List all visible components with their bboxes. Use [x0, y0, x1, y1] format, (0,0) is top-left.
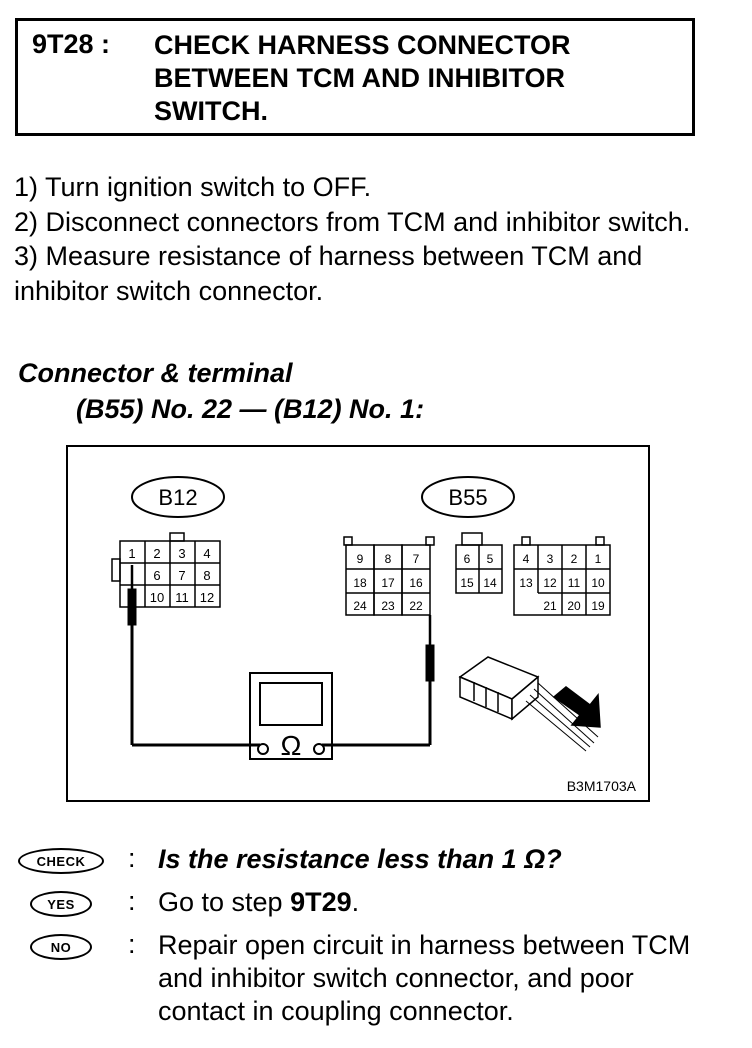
check-colon: :	[128, 843, 136, 873]
yes-prefix: Go to step	[158, 887, 291, 917]
b55-terminal-2: 2	[571, 552, 578, 566]
wiring-diagram: B12 B55 1 2 3 4 6 7 8 10 11 12	[66, 445, 650, 802]
b55-terminal-3: 3	[547, 552, 554, 566]
no-colon: :	[128, 929, 136, 959]
b12-connector: 1 2 3 4 6 7 8 10 11 12	[111, 532, 221, 608]
b55-terminal-7: 7	[413, 552, 420, 566]
connector-terminal-heading: Connector & terminal	[18, 358, 293, 388]
step-title: CHECK HARNESS CONNECTOR BETWEEN TCM AND …	[154, 30, 571, 126]
check-question: Is the resistance less than 1 Ω?	[158, 844, 562, 874]
check-badge: CHECK	[18, 848, 104, 874]
b12-terminal-10: 10	[150, 590, 164, 605]
ohm-symbol: Ω	[281, 730, 302, 761]
b55-terminal-18: 18	[353, 576, 367, 590]
meter-wiring	[127, 565, 435, 747]
yes-badge: YES	[30, 891, 92, 917]
b55-terminal-19: 19	[591, 599, 605, 613]
b12-terminal-7: 7	[178, 568, 185, 583]
b12-terminal-6: 6	[153, 568, 160, 583]
b55-terminal-8: 8	[385, 552, 392, 566]
b55-terminal-14: 14	[483, 576, 497, 590]
b55-terminal-13: 13	[519, 576, 533, 590]
b55-terminal-22: 22	[409, 599, 423, 613]
b55-connector: 9 8 7 6 5 4 3 2 1 18 17 16 15 14 13 12 1…	[343, 532, 611, 616]
b55-label-ellipse	[421, 476, 515, 518]
b12-label: B12	[158, 485, 197, 510]
b12-terminal-2: 2	[153, 546, 160, 561]
b55-terminal-21: 21	[543, 599, 557, 613]
yes-step-link[interactable]: 9T29	[290, 887, 352, 917]
b12-terminal-3: 3	[178, 546, 185, 561]
b55-terminal-4: 4	[523, 552, 530, 566]
b12-terminal-12: 12	[200, 590, 214, 605]
figure-code: B3M1703A	[567, 778, 637, 794]
b55-terminal-24: 24	[353, 599, 367, 613]
b55-terminal-17: 17	[381, 576, 395, 590]
b55-terminal-23: 23	[381, 599, 395, 613]
b12-terminal-1: 1	[128, 546, 135, 561]
b12-terminal-8: 8	[203, 568, 210, 583]
b12-terminal-11: 11	[175, 590, 189, 605]
b55-terminal-5: 5	[487, 552, 494, 566]
b55-terminal-11: 11	[568, 576, 581, 590]
instruction-list: 1) Turn ignition switch to OFF. 2) Disco…	[14, 170, 704, 308]
b55-terminal-9: 9	[357, 552, 364, 566]
b55-terminal-16: 16	[409, 576, 423, 590]
instruction-step-3: 3) Measure resistance of harness between…	[14, 241, 643, 306]
no-badge: NO	[30, 934, 92, 960]
yes-suffix: .	[351, 887, 360, 917]
yes-colon: :	[128, 886, 136, 916]
b55-terminal-20: 20	[567, 599, 581, 613]
b55-terminal-1: 1	[595, 552, 602, 566]
step-id: 9T28 :	[32, 29, 111, 59]
b55-terminal-6: 6	[464, 552, 471, 566]
b12-label-ellipse	[131, 476, 225, 518]
b55-label: B55	[448, 485, 487, 510]
connector-illustration	[458, 656, 601, 752]
b55-terminal-15: 15	[460, 576, 474, 590]
instruction-step-2: 2) Disconnect connectors from TCM and in…	[14, 206, 691, 237]
ohmmeter	[249, 672, 333, 760]
yes-answer: Go to step 9T29.	[158, 886, 718, 919]
b55-terminal-12: 12	[543, 576, 557, 590]
b55-terminal-10: 10	[591, 576, 605, 590]
b12-terminal-4: 4	[203, 546, 210, 561]
connector-terminal-value: (B55) No. 22 — (B12) No. 1:	[76, 394, 425, 424]
diagram-svg: B12 B55 1 2 3 4 6 7 8 10 11 12	[111, 476, 637, 794]
instruction-step-1: 1) Turn ignition switch to OFF.	[14, 172, 372, 202]
step-title-box: 9T28 : CHECK HARNESS CONNECTOR BETWEEN T…	[15, 18, 695, 136]
no-answer: Repair open circuit in harness between T…	[158, 930, 691, 1026]
